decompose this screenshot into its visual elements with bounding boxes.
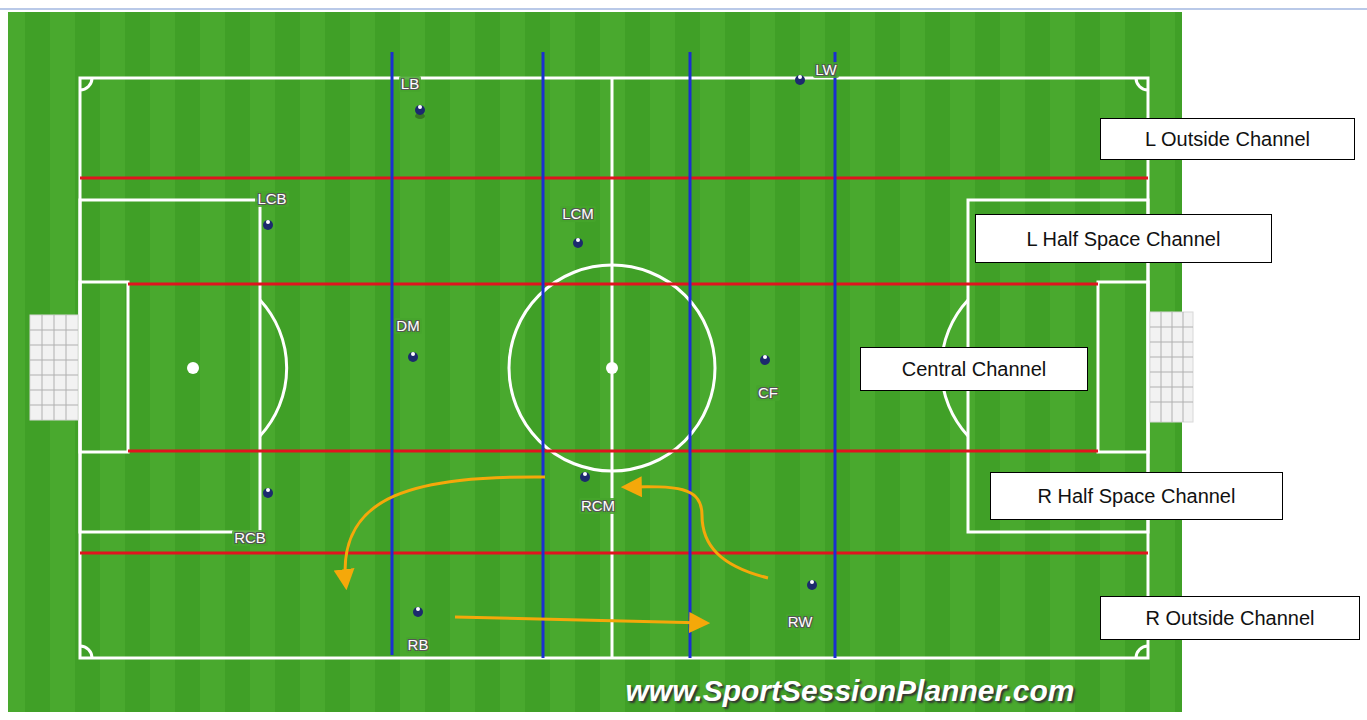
- goal-mesh: [30, 315, 78, 420]
- player-body: [807, 580, 817, 590]
- centre-spot: [606, 362, 618, 374]
- player-head: [416, 607, 420, 611]
- player-head: [418, 105, 422, 109]
- player-body: [580, 472, 590, 482]
- player-head: [266, 488, 270, 492]
- channel-label-box: L Outside Channel: [1100, 118, 1355, 160]
- player-icon: [795, 75, 805, 85]
- player-head: [763, 355, 767, 359]
- player-icon: [408, 352, 418, 362]
- zone-line: [689, 52, 692, 658]
- player-head: [810, 580, 814, 584]
- goal-area: [1098, 282, 1148, 452]
- player-icon: [580, 472, 590, 482]
- player-label: LCM: [560, 206, 596, 223]
- centre-circle: [509, 265, 715, 471]
- penalty-spot: [187, 362, 199, 374]
- player-body: [795, 75, 805, 85]
- player-body: [415, 105, 425, 115]
- channel-name: R Outside Channel: [1146, 606, 1315, 630]
- player-label: LW: [813, 62, 838, 79]
- run-arrow: [625, 487, 768, 578]
- goal-mesh: [1150, 312, 1193, 422]
- channel-line: [80, 552, 1148, 555]
- player-head: [411, 352, 415, 356]
- player-icon: [263, 220, 273, 230]
- channel-name: L Half Space Channel: [1027, 227, 1221, 251]
- channel-name: R Half Space Channel: [1038, 484, 1236, 508]
- top-edge: [0, 8, 1367, 10]
- corner-arc: [80, 646, 92, 658]
- zone-line: [391, 52, 394, 655]
- penalty-box: [80, 200, 260, 532]
- penalty-arc: [260, 300, 287, 436]
- channel-line: [80, 177, 1148, 180]
- player-head: [576, 238, 580, 242]
- channel-label-box: Central Channel: [860, 347, 1088, 391]
- pass-arrow: [455, 617, 706, 623]
- player-body: [573, 238, 583, 248]
- zone-line: [542, 52, 545, 658]
- channel-label-box: L Half Space Channel: [975, 214, 1272, 263]
- player-icon: [807, 580, 817, 590]
- player-label: RB: [406, 637, 431, 654]
- run-arrow: [345, 477, 545, 586]
- player-icon: [415, 105, 425, 119]
- player-label: LCB: [255, 191, 288, 208]
- channel-line: [128, 450, 1098, 453]
- channel-label-box: R Half Space Channel: [990, 472, 1283, 520]
- touchline: [80, 78, 1148, 658]
- corner-arc: [1136, 646, 1148, 658]
- goal-net: [1150, 312, 1193, 422]
- player-icon: [760, 355, 770, 365]
- watermark: www.SportSessionPlanner.com: [625, 674, 1074, 707]
- player-head: [798, 75, 802, 79]
- channel-name: Central Channel: [902, 357, 1047, 381]
- zone-line: [834, 52, 837, 658]
- channel-label-box: R Outside Channel: [1100, 596, 1360, 640]
- player-head: [583, 472, 587, 476]
- player-icon: [263, 488, 273, 498]
- player-body: [263, 220, 273, 230]
- channel-line: [128, 283, 1098, 286]
- goal-net: [30, 315, 78, 420]
- player-label: RCB: [232, 530, 268, 547]
- grass: [8, 12, 1182, 712]
- player-label: RCM: [579, 498, 617, 515]
- player-body: [408, 352, 418, 362]
- player-label: RW: [786, 614, 815, 631]
- goal-area: [80, 282, 128, 452]
- player-body: [263, 488, 273, 498]
- channel-name: L Outside Channel: [1145, 127, 1310, 151]
- player-icon: [413, 607, 423, 617]
- corner-arc: [80, 78, 92, 90]
- player-label: DM: [394, 318, 421, 335]
- player-icon: [573, 238, 583, 248]
- player-label: CF: [756, 385, 780, 402]
- player-label: LB: [399, 76, 421, 93]
- player-head: [266, 220, 270, 224]
- corner-arc: [1136, 78, 1148, 90]
- player-body: [413, 607, 423, 617]
- player-body: [760, 355, 770, 365]
